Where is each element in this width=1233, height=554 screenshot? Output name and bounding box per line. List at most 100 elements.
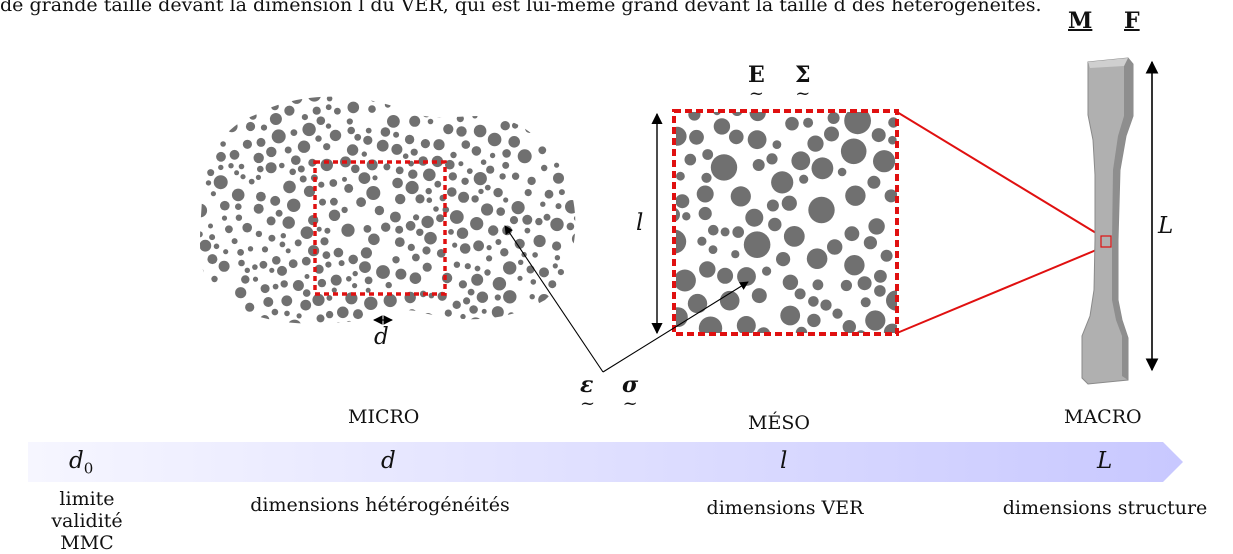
inclusion (299, 175, 307, 183)
inclusion (514, 238, 525, 249)
inclusion (224, 99, 230, 105)
inclusion (348, 254, 359, 265)
inclusion (425, 187, 432, 195)
inclusion (491, 306, 504, 319)
inclusion (291, 155, 301, 165)
inclusion (530, 279, 537, 285)
inclusion (329, 179, 338, 187)
inclusion (511, 122, 519, 129)
inclusion (863, 236, 878, 250)
inclusion (347, 101, 360, 114)
inclusion (364, 276, 373, 285)
inclusion (325, 310, 334, 319)
inclusion (743, 231, 771, 258)
inclusion (376, 265, 390, 279)
inclusion (529, 325, 535, 331)
inclusion (207, 254, 218, 265)
inclusion (422, 262, 432, 272)
inclusion (242, 222, 252, 233)
inclusion (223, 249, 229, 255)
inclusion (511, 172, 520, 180)
inclusion (776, 252, 791, 267)
inclusion (416, 228, 424, 236)
inclusion (564, 284, 571, 291)
inclusion (484, 184, 491, 191)
inclusion (423, 168, 436, 182)
inclusion (365, 287, 371, 293)
inclusion (283, 180, 296, 194)
inclusion (330, 197, 338, 206)
inclusion (335, 322, 342, 324)
inclusion (489, 152, 496, 159)
inclusion (874, 269, 887, 283)
zoom-line-top (896, 111, 1102, 237)
micro-d-label: d (374, 324, 389, 350)
inclusion (795, 326, 808, 333)
local-strain-symbol: ε (580, 372, 594, 414)
inclusion (471, 146, 482, 156)
inclusion (253, 203, 264, 214)
inclusion (387, 115, 400, 128)
inclusion (751, 288, 767, 304)
inclusion (346, 118, 353, 125)
inclusion (731, 250, 740, 259)
inclusion (502, 161, 510, 169)
inclusion (874, 285, 886, 297)
inclusion (493, 187, 503, 198)
inclusion (297, 165, 305, 173)
inclusion (266, 146, 277, 158)
inclusion (871, 128, 886, 143)
inclusion (756, 327, 771, 333)
inclusion (261, 246, 269, 253)
inclusion (317, 278, 327, 288)
inclusion (284, 310, 290, 317)
inclusion (676, 126, 687, 146)
inclusion (888, 135, 897, 145)
inclusion (436, 322, 443, 324)
inclusion (248, 178, 255, 185)
inclusion (393, 131, 400, 138)
inclusion (364, 296, 378, 310)
inclusion (529, 294, 535, 300)
inclusion (199, 171, 205, 179)
inclusion (312, 106, 321, 115)
inclusion (271, 129, 286, 144)
inclusion (458, 280, 467, 289)
bar-marker-l: l (780, 448, 788, 474)
inclusion (260, 124, 268, 131)
inclusion (824, 126, 839, 142)
inclusion (737, 267, 756, 286)
inclusion (318, 181, 325, 188)
inclusion (502, 149, 511, 158)
inclusion (325, 104, 332, 111)
inclusion (329, 129, 342, 142)
inclusion (300, 299, 312, 311)
inclusion (481, 105, 492, 115)
inclusion (472, 113, 478, 119)
inclusion (219, 88, 224, 93)
inclusion (234, 112, 242, 120)
inclusion (392, 256, 400, 264)
inclusion (503, 261, 517, 275)
inclusion (199, 239, 212, 252)
inclusion (341, 223, 355, 237)
inclusion (540, 201, 546, 207)
inclusion (771, 171, 794, 194)
inclusion (456, 126, 467, 137)
inclusion (459, 243, 471, 254)
inclusion (698, 206, 712, 221)
inclusion (316, 116, 326, 125)
bar-marker-L: L (1097, 448, 1113, 474)
inclusion (407, 309, 417, 319)
inclusion (687, 293, 708, 314)
inclusion (331, 287, 337, 293)
inclusion (296, 313, 302, 319)
inclusion (376, 139, 389, 152)
inclusion (557, 269, 565, 276)
inclusion (492, 277, 507, 291)
inclusion (422, 246, 431, 255)
inclusion (481, 308, 487, 314)
inclusion (433, 139, 445, 151)
inclusion (199, 266, 204, 278)
inclusion (780, 305, 801, 326)
